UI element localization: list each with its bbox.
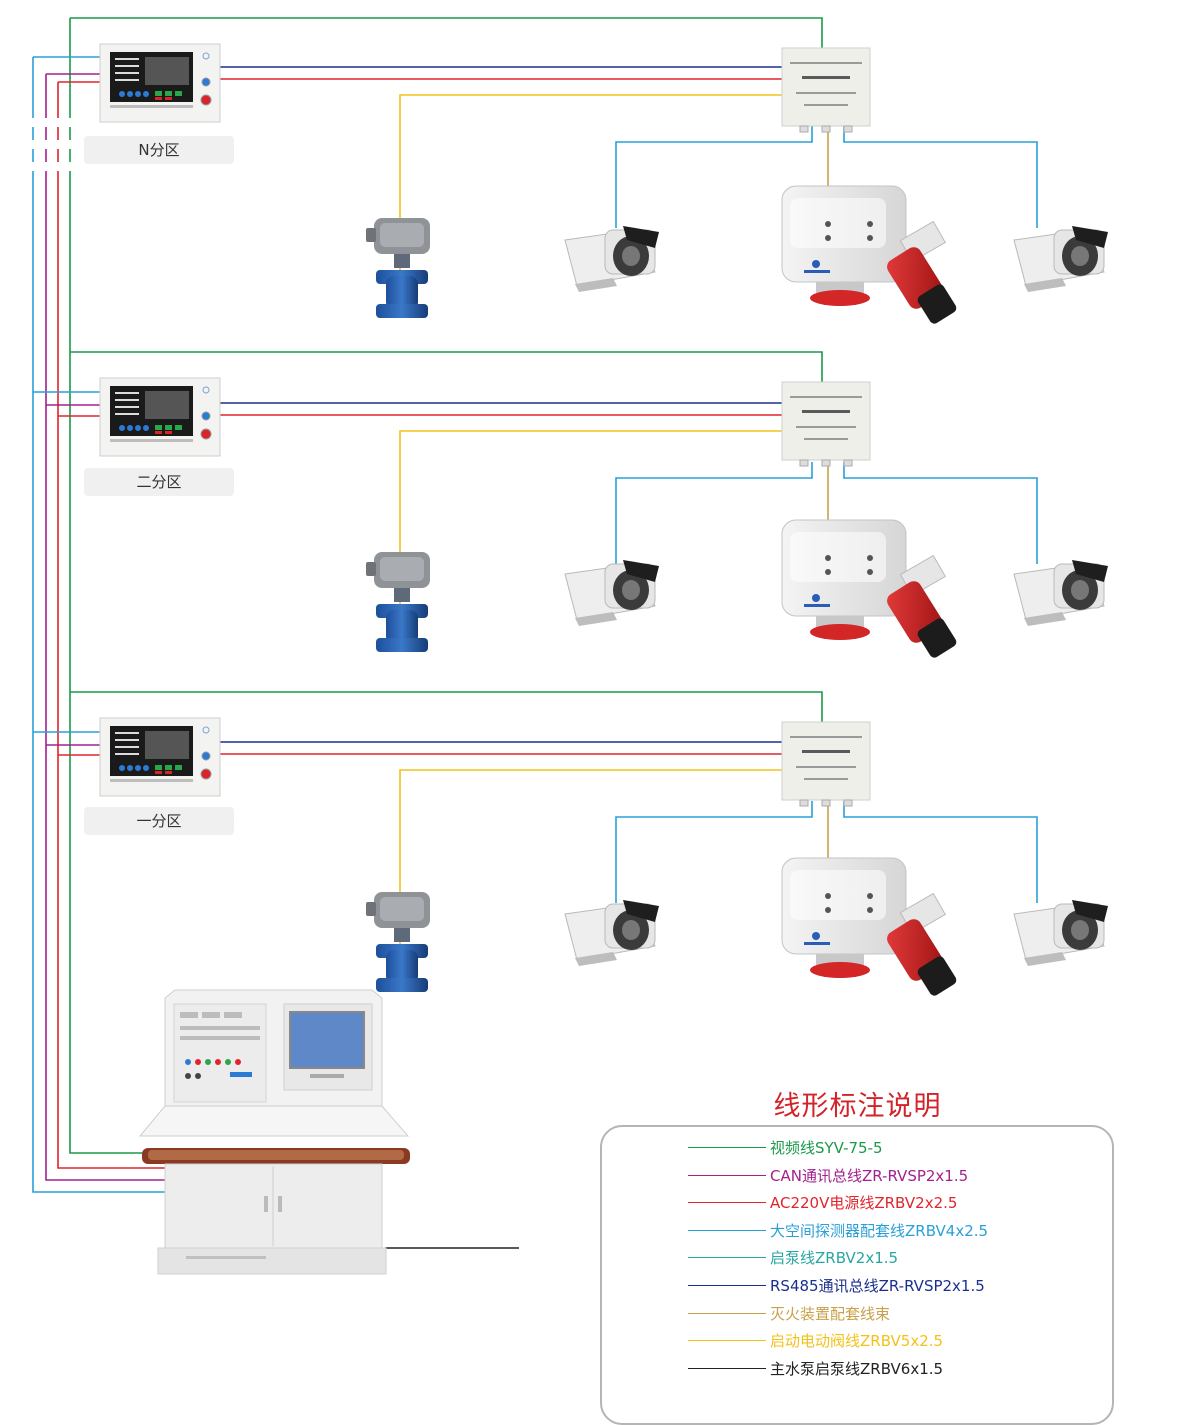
legend-item: CAN通讯总线ZR-RVSP2x1.5 (688, 1165, 1088, 1187)
legend-line-swatch (688, 1312, 766, 1314)
zone-controller-panel (99, 717, 221, 797)
decoder-box (781, 381, 871, 467)
zone-label-n: N分区 (84, 136, 234, 164)
central-control-console (138, 989, 410, 1275)
detector-camera-left (564, 559, 660, 627)
legend-item-label: 灭火装置配套线束 (770, 1304, 891, 1323)
legend-line-swatch (688, 1257, 766, 1259)
motorized-valve (366, 218, 430, 318)
legend-line-swatch (688, 1147, 766, 1148)
legend-item-label: RS485通讯总线ZR-RVSP2x1.5 (770, 1277, 985, 1295)
legend-item-label: CAN通讯总线ZR-RVSP2x1.5 (770, 1166, 969, 1185)
detector-camera-left (564, 899, 660, 967)
legend-item: AC220V电源线ZRBV2x2.5 (688, 1192, 1088, 1214)
detector-camera-right (1013, 559, 1109, 627)
legend-item: 大空间探测器配套线ZRBV4x2.5 (688, 1220, 1088, 1242)
legend-title: 线形标注说明 (773, 1091, 942, 1122)
legend-line-swatch (688, 1285, 766, 1286)
system-wiring-diagram (31, 17, 1109, 1275)
decoder-box (781, 721, 871, 807)
motorized-valve (366, 552, 430, 652)
legend-item-label: 主水泵启泵线ZRBV6x1.5 (770, 1359, 944, 1378)
fire-water-cannon (781, 519, 959, 661)
legend-line-swatch (688, 1174, 766, 1176)
legend-item: 启泵线ZRBV2x1.5 (688, 1247, 1088, 1269)
decoder-box (781, 47, 871, 133)
legend-item-label: 视频线SYV-75-5 (770, 1139, 883, 1157)
legend-item-label: AC220V电源线ZRBV2x2.5 (770, 1194, 958, 1213)
motorized-valve (366, 892, 430, 992)
legend-line-swatch (688, 1202, 766, 1204)
fire-water-cannon (781, 185, 959, 327)
detector-camera-right (1013, 899, 1109, 967)
fire-water-cannon (781, 857, 959, 999)
detector-camera-right (1013, 225, 1109, 293)
left-bus-wires (31, 17, 823, 1249)
legend-item: RS485通讯总线ZR-RVSP2x1.5 (688, 1275, 1088, 1297)
zone-controller-panel (99, 377, 221, 457)
zone-label-one: 一分区 (84, 807, 234, 835)
legend-line-swatch (688, 1229, 766, 1231)
legend-item: 灭火装置配套线束 (688, 1303, 1088, 1325)
zone-wires (220, 66, 1038, 977)
legend-item-label: 启泵线ZRBV2x1.5 (770, 1249, 899, 1268)
legend-item: 主水泵启泵线ZRBV6x1.5 (688, 1358, 1088, 1380)
legend-item: 启动电动阀线ZRBV5x2.5 (688, 1330, 1088, 1352)
legend-item: 视频线SYV-75-5 (688, 1137, 1088, 1159)
zone-controller-panel (99, 43, 221, 123)
legend-item-label: 大空间探测器配套线ZRBV4x2.5 (770, 1221, 989, 1240)
zone-label-two: 二分区 (84, 468, 234, 496)
legend-line-swatch (688, 1340, 766, 1342)
legend-item-label: 启动电动阀线ZRBV5x2.5 (770, 1332, 944, 1351)
detector-camera-left (564, 225, 660, 293)
